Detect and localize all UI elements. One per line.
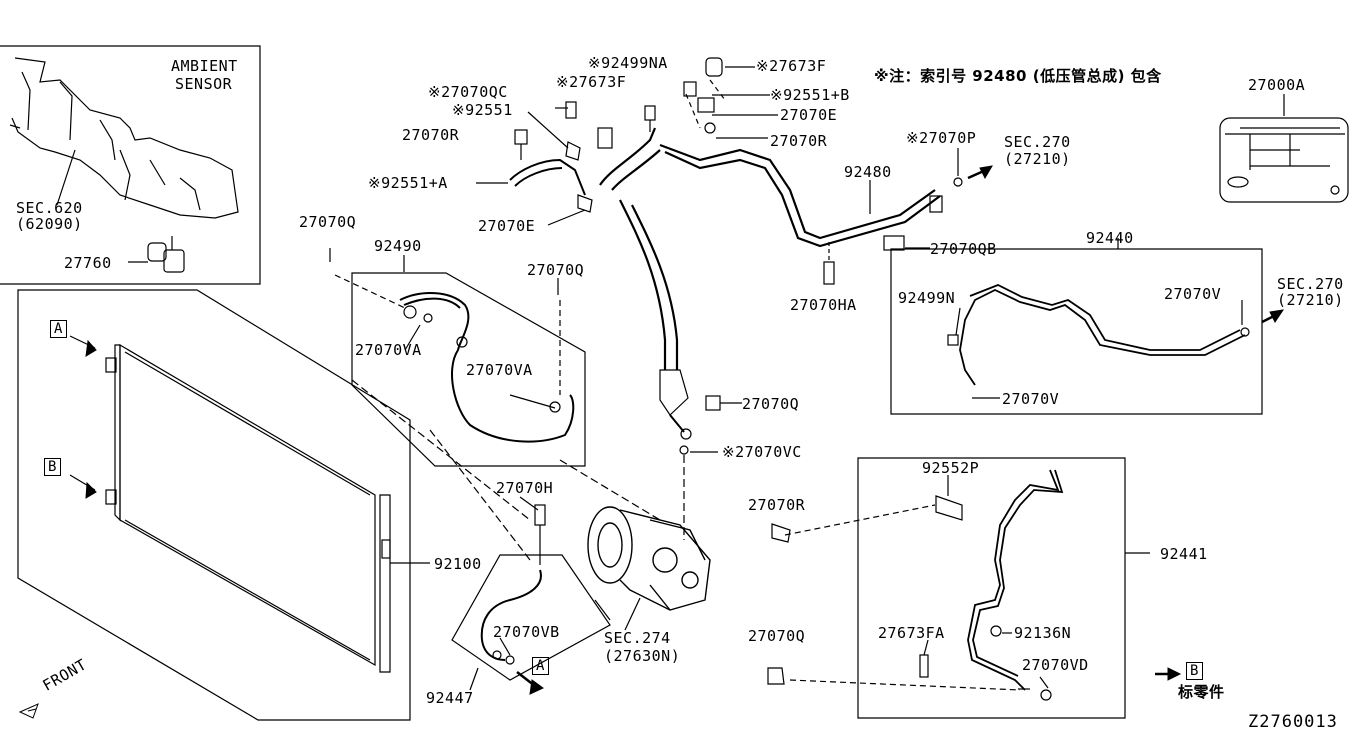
part-27070P-label: ※27070P (906, 129, 977, 147)
part-27000A-label: 27000A (1248, 76, 1306, 94)
ref-box-a-bottom: A (532, 657, 549, 675)
part-27070E-left-label: 27070E (478, 217, 536, 235)
part-27070E-right-label: 27070E (780, 106, 838, 124)
sec270-top-sub-label: (27210) (1004, 150, 1071, 168)
part-27070R-low-label: 27070R (748, 496, 806, 514)
standard-parts-label: 标零件 (1178, 683, 1225, 701)
bumper-bracket-drawing (9, 57, 239, 219)
sec270-right-sub-label: (27210) (1277, 291, 1344, 309)
part-27070VA-2-label: 27070VA (466, 361, 533, 379)
ambient-sensor-part (147, 236, 185, 273)
part-27070QC-label: ※27070QC (428, 83, 508, 101)
part-27070Q-low-label: 27070Q (748, 627, 806, 645)
sec270-right-label: SEC.270 (1277, 275, 1344, 293)
part-27760-label: 27760 (64, 254, 112, 272)
part-27070R-right-label: 27070R (770, 132, 828, 150)
part-27070VB-label: 27070VB (493, 623, 560, 641)
sec270-top-label: SEC.270 (1004, 133, 1071, 151)
hose-92490-drawing (399, 292, 575, 443)
condenser-frame (17, 289, 411, 721)
part-27070VA-1-label: 27070VA (355, 341, 422, 359)
ref-box-a: A (50, 320, 67, 338)
part-92441-label: 92441 (1160, 545, 1208, 563)
condenser-drawing (105, 343, 391, 673)
sec274-sub-label: (27630N) (604, 647, 681, 665)
hose-small-left-drawing (509, 158, 586, 196)
part-92552P-label: 92552P (922, 459, 980, 477)
hose-92480-drawing (599, 127, 941, 370)
part-92440-label: 92440 (1086, 229, 1134, 247)
hose-92447-frame (451, 554, 611, 681)
part-27070Q-mid-label: 27070Q (527, 261, 585, 279)
ref-box-b: B (44, 458, 61, 476)
part-27673FA-label: 27673FA (878, 624, 945, 642)
part-27070V-1-label: 27070V (1164, 285, 1222, 303)
part-92136N-label: 92136N (1014, 624, 1072, 642)
part-27070VD-label: 27070VD (1022, 656, 1089, 674)
part-27070Q-left-label: 27070Q (299, 213, 357, 231)
arrow-icon (85, 339, 97, 357)
pipe-92440-frame (890, 248, 1263, 415)
part-27070QB-label: 27070QB (930, 240, 997, 258)
ambient-sensor-title-2: SENSOR (175, 75, 233, 93)
front-arrow-icon (18, 703, 39, 719)
sec620-sub-label: (62090) (16, 215, 83, 233)
part-27070H-label: 27070H (496, 479, 554, 497)
sec274-label: SEC.274 (604, 629, 671, 647)
part-27070Q-right-label: 27070Q (742, 395, 800, 413)
part-92551A-label: ※92551+A (368, 174, 448, 192)
arrow-icon (979, 165, 993, 180)
pipe-92441-drawing (967, 469, 1064, 691)
part-92499N-label: 92499N (898, 289, 956, 307)
part-92499NA-label: ※92499NA (588, 54, 668, 72)
note-text: ※注：索引号 92480 (低压管总成) 包含 (874, 67, 1162, 85)
pipe-92441-frame (857, 457, 1126, 719)
part-92490-label: 92490 (374, 237, 422, 255)
pipe-92440-drawing (959, 284, 1246, 386)
part-27673F-1-label: ※27673F (556, 73, 627, 91)
diagram-reference-code: Z2760013 (1248, 712, 1338, 732)
ref-box-b-right: B (1186, 662, 1203, 680)
part-27070R-top-label: 27070R (402, 126, 460, 144)
compressor-drawing (587, 506, 711, 611)
hose-92490-frame (351, 272, 586, 467)
part-27673F-2-label: ※27673F (756, 57, 827, 75)
arrow-icon (85, 481, 97, 499)
label-plate-27000A-drawing (1219, 117, 1349, 203)
part-92480-label: 92480 (844, 163, 892, 181)
part-92551B-label: ※92551+B (770, 86, 850, 104)
part-92447-label: 92447 (426, 689, 474, 707)
part-27070VC-label: ※27070VC (722, 443, 802, 461)
sec620-label: SEC.620 (16, 199, 83, 217)
part-27070V-2-label: 27070V (1002, 390, 1060, 408)
part-92551-label: ※92551 (452, 101, 513, 119)
ambient-sensor-inset-frame (0, 45, 261, 285)
part-27070HA-label: 27070HA (790, 296, 857, 314)
ambient-sensor-title-1: AMBIENT (171, 57, 238, 75)
hose-92447-drawing (480, 569, 542, 661)
part-92100-label: 92100 (434, 555, 482, 573)
